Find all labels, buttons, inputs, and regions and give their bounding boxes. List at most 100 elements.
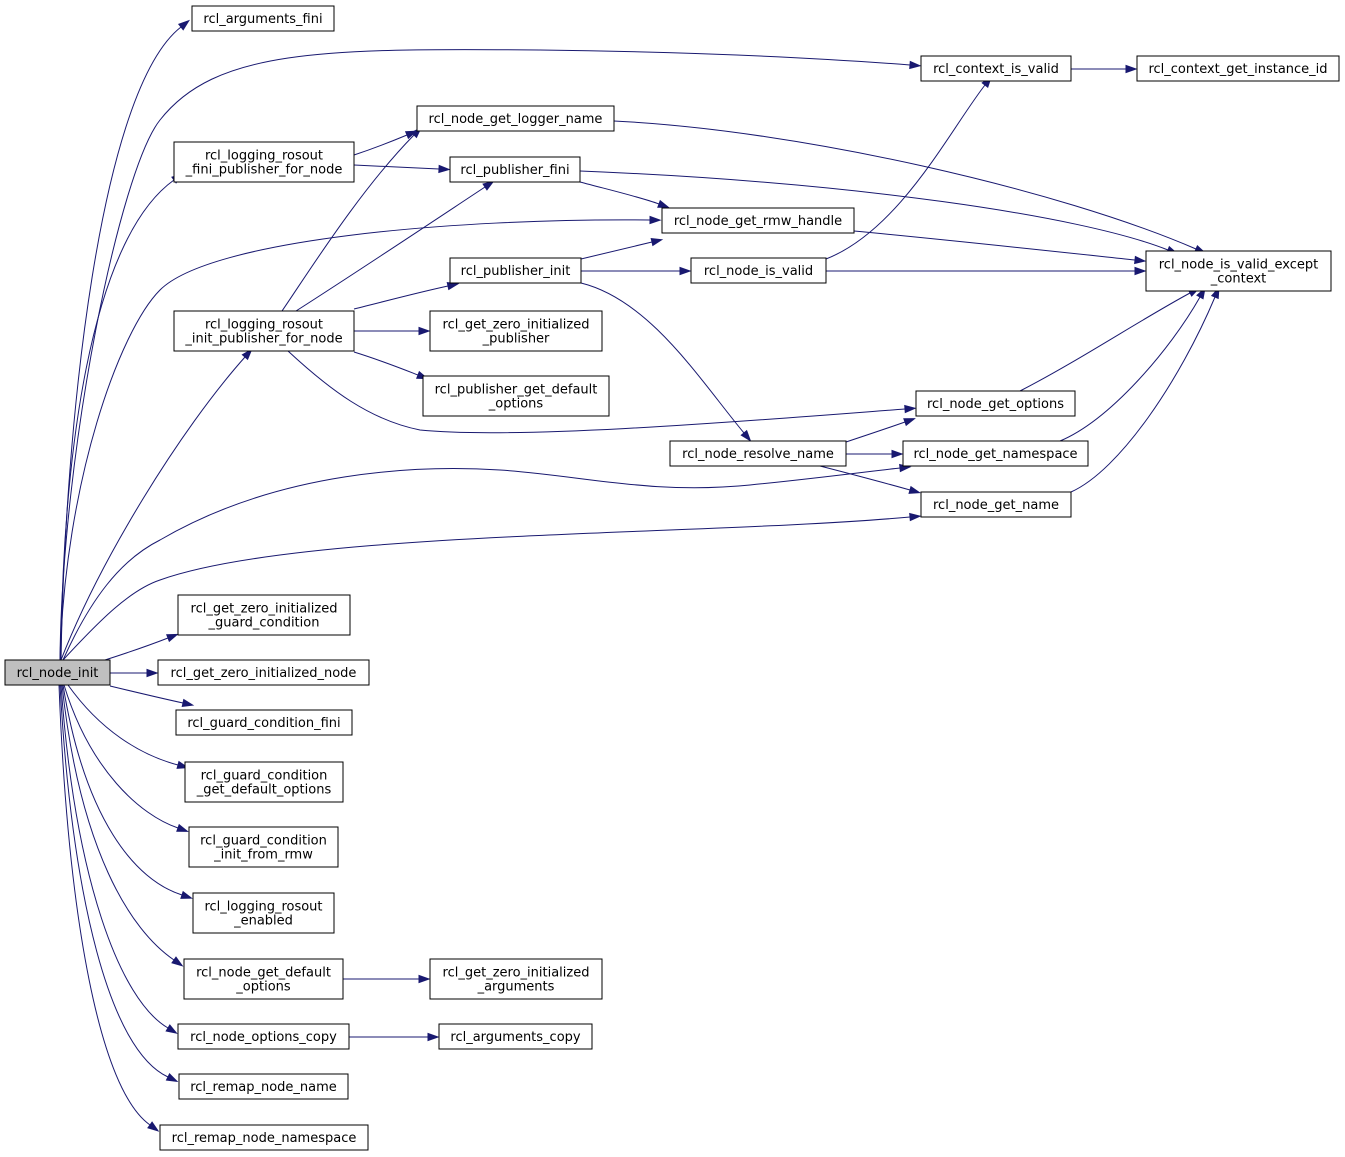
call-edge-log_init-to-get_options — [287, 350, 917, 434]
node-box — [690, 257, 827, 284]
arrowhead — [180, 890, 193, 899]
arrowhead — [165, 1024, 178, 1034]
arrowhead — [679, 266, 692, 276]
node-label: rcl_get_zero_initialized — [443, 318, 590, 333]
node-label: rcl_logging_rosout — [205, 149, 323, 164]
arrowhead — [903, 418, 916, 427]
arrowhead — [891, 449, 904, 459]
node-box — [1136, 55, 1340, 82]
node-box — [416, 105, 615, 132]
node-label: rcl_guard_condition — [200, 834, 327, 849]
arrowhead — [171, 956, 184, 967]
arrowhead — [904, 404, 917, 414]
call-edge-init-to-zero_node — [110, 668, 159, 678]
function-node-args-copy[interactable]: rcl_arguments_copy — [438, 1023, 593, 1050]
function-node-gc-defopt[interactable]: rcl_guard_condition_get_default_options — [184, 761, 344, 803]
arrowhead — [908, 485, 922, 494]
call-edge-log_fini-to-pub_fini — [353, 164, 451, 174]
node-box — [177, 1023, 350, 1050]
function-node-zero-pub[interactable]: rcl_get_zero_initialized_publisher — [429, 310, 603, 352]
function-node-ctx-valid[interactable]: rcl_context_is_valid — [920, 55, 1072, 82]
call-edge-init-to-opt_copy — [60, 684, 178, 1034]
call-edge-pub_init-to-resolve — [580, 282, 752, 442]
arrowhead — [418, 326, 431, 336]
function-node-get-name[interactable]: rcl_node_get_name — [920, 491, 1072, 518]
function-node-args-fini[interactable]: rcl_arguments_fini — [191, 5, 335, 32]
function-node-node-defopt[interactable]: rcl_node_get_default_options — [183, 958, 344, 1000]
function-node-init[interactable]: rcl_node_init — [4, 659, 111, 686]
node-label: rcl_logging_rosout — [205, 318, 323, 333]
call-edge-init-to-remap_ns — [58, 684, 160, 1132]
node-label: rcl_node_is_valid_except — [1159, 258, 1319, 273]
node-label: _publisher — [482, 332, 550, 347]
node-box — [1145, 250, 1332, 292]
node-label: _fini_publisher_for_node — [185, 163, 343, 178]
function-node-opt-copy[interactable]: rcl_node_options_copy — [177, 1023, 350, 1050]
function-node-resolve[interactable]: rcl_node_resolve_name — [669, 440, 847, 467]
arrowhead — [1134, 266, 1147, 276]
arrowhead — [147, 1121, 160, 1132]
function-node-gc-rmw[interactable]: rcl_guard_condition_init_from_rmw — [188, 826, 339, 868]
node-box — [661, 207, 855, 234]
call-edge-node_defopt-to-zero_args — [343, 974, 431, 984]
arrowhead — [181, 698, 195, 708]
function-node-get-logger[interactable]: rcl_node_get_logger_name — [416, 105, 615, 132]
call-edge-ctx_valid-to-ctx_inst — [1071, 64, 1138, 74]
node-box — [4, 659, 111, 686]
node-label: rcl_node_options_copy — [190, 1030, 337, 1045]
function-node-pub-defopt[interactable]: rcl_publisher_get_default_options — [422, 375, 610, 417]
call-edge-init-to-zero_gc — [104, 633, 179, 661]
function-node-zero-node[interactable]: rcl_get_zero_initialized_node — [157, 659, 370, 686]
call-edge-init-to-args_fini — [60, 19, 190, 661]
call-edge-log_init-to-pub_defopt — [353, 351, 429, 380]
node-label: _get_default_options — [196, 783, 332, 798]
call-edge-init-to-gc_rmw — [63, 684, 189, 832]
function-node-remap-ns[interactable]: rcl_remap_node_namespace — [159, 1124, 369, 1151]
function-node-pub-fini[interactable]: rcl_publisher_fini — [449, 156, 581, 183]
node-label: rcl_node_is_valid — [704, 264, 813, 279]
arrowhead — [650, 238, 664, 247]
node-label: rcl_node_get_name — [933, 498, 1059, 513]
arrowhead — [740, 429, 752, 442]
call-edge-pub_fini-to-rmw_handle — [579, 181, 670, 208]
node-label: rcl_node_get_default — [196, 966, 331, 981]
function-node-log-init[interactable]: rcl_logging_rosout_init_publisher_for_no… — [173, 310, 355, 352]
node-box — [429, 310, 603, 352]
arrowhead — [165, 1073, 179, 1083]
arrowhead — [657, 199, 670, 208]
arrowhead — [166, 633, 179, 643]
function-node-is-valid[interactable]: rcl_node_is_valid — [690, 257, 827, 284]
function-node-get-ns[interactable]: rcl_node_get_namespace — [902, 440, 1089, 467]
node-label: rcl_arguments_copy — [450, 1030, 581, 1045]
arrowhead — [909, 60, 922, 70]
node-box — [178, 1073, 349, 1100]
node-box — [915, 390, 1076, 417]
node-label: rcl_node_resolve_name — [682, 447, 834, 462]
node-label: rcl_publisher_get_default — [435, 383, 598, 398]
function-node-zero-args[interactable]: rcl_get_zero_initialized_arguments — [429, 958, 603, 1000]
node-label: rcl_node_get_options — [927, 397, 1064, 412]
node-label: _arguments — [477, 980, 555, 995]
function-node-ctx-inst[interactable]: rcl_context_get_instance_id — [1136, 55, 1340, 82]
node-label: rcl_remap_node_name — [190, 1080, 337, 1095]
node-box — [429, 958, 603, 1000]
function-node-rmw-handle[interactable]: rcl_node_get_rmw_handle — [661, 207, 855, 234]
function-node-zero-gc[interactable]: rcl_get_zero_initialized_guard_condition — [177, 594, 351, 636]
node-box — [173, 141, 355, 183]
call-edge-get_ns-to-valid_except — [1059, 287, 1206, 442]
node-box — [902, 440, 1089, 467]
function-node-get-options[interactable]: rcl_node_get_options — [915, 390, 1076, 417]
function-node-log-enabled[interactable]: rcl_logging_rosout_enabled — [192, 892, 335, 934]
call-edge-init-to-log_enabled — [62, 684, 193, 899]
function-node-log-fini[interactable]: rcl_logging_rosout_fini_publisher_for_no… — [173, 141, 355, 183]
function-node-gc-fini[interactable]: rcl_guard_condition_fini — [175, 709, 353, 736]
node-label: _init_publisher_for_node — [184, 332, 342, 347]
node-label: rcl_get_zero_initialized — [443, 966, 590, 981]
function-node-valid-except[interactable]: rcl_node_is_valid_except_context — [1145, 250, 1332, 292]
function-node-pub-init[interactable]: rcl_publisher_init — [449, 257, 582, 284]
node-label: rcl_logging_rosout — [204, 900, 322, 915]
arrowhead — [146, 668, 159, 678]
function-node-remap-name[interactable]: rcl_remap_node_name — [178, 1073, 349, 1100]
node-box — [192, 892, 335, 934]
node-label: rcl_guard_condition_fini — [187, 716, 340, 731]
